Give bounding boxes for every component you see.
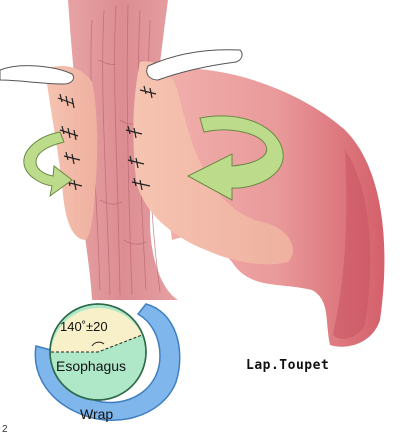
corner-mark: 2 — [2, 424, 8, 434]
right-retractor-icon — [146, 49, 243, 81]
cross-section-diagram: 140˚±20 Esophagus Wrap — [34, 303, 181, 422]
esophagus-label: Esophagus — [56, 358, 126, 374]
stomach — [150, 68, 385, 347]
figure-title: Lap.Toupet — [246, 358, 330, 373]
stomach-shadow — [333, 150, 371, 339]
right-wrap-flap — [133, 61, 293, 265]
angle-segment — [51, 307, 142, 352]
left-rotation-arrow-icon — [23, 131, 73, 198]
wrap-label: Wrap — [80, 406, 113, 422]
angle-label: 140˚±20 — [60, 319, 108, 334]
right-rotation-arrow-icon — [186, 115, 284, 201]
left-wrap-flap — [45, 66, 98, 240]
left-retractor-icon — [0, 65, 75, 85]
right-suture-line — [125, 85, 157, 191]
